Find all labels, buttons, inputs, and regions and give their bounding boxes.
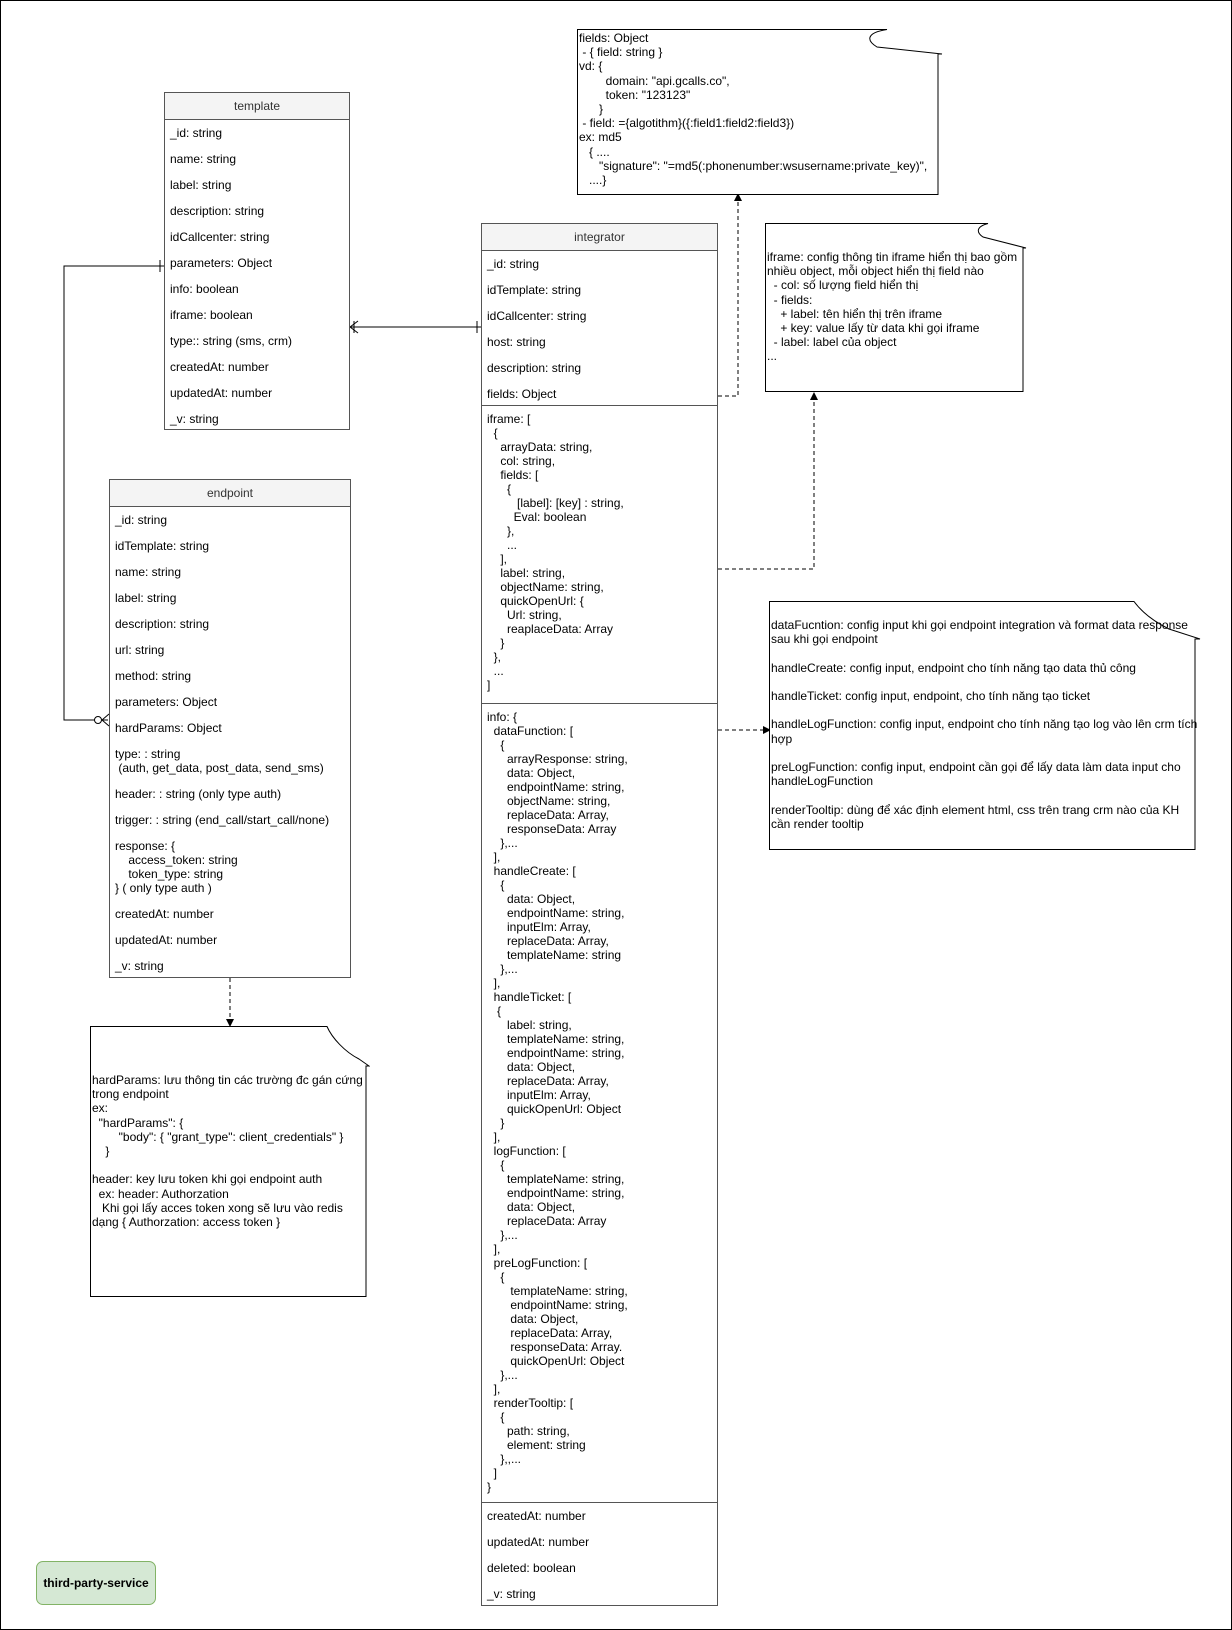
entity-field: header: : string (only type auth) [115,787,282,801]
entity-field: name: string [170,152,237,166]
entity-field: idCallcenter: string [170,230,270,244]
link-iframe-note [718,392,818,570]
info-note: dataFucntion: config input khi gọi endpo… [769,601,1201,850]
entity-field: description: string [170,204,265,218]
endpoint-response-field: response: { access_token: string token_t… [115,839,238,895]
entity-field: label: string [170,178,232,192]
entity-field: parameters: Object [170,256,273,270]
entity-field: updatedAt: number [115,933,218,947]
relation-template-integrator [349,320,481,334]
entity-field: info: boolean [170,282,239,296]
fields-note-shape [577,29,943,195]
entity-field: _id: string [115,513,168,527]
endpoint-field-list-2: header: : string (only type auth) trigger… [110,781,350,833]
entity-field: name: string [115,565,182,579]
entity-field: url: string [115,643,165,657]
entity-field: trigger: : string (end_call/start_call/n… [115,813,330,827]
entity-field: createdAt: number [115,907,214,921]
entity-field: _id: string [170,126,223,140]
entity-field: hardParams: Object [115,721,222,735]
hardparams-note: hardParams: lưu thông tin các trường đc … [90,1026,370,1297]
entity-field: type:: string (sms, crm) [170,334,293,348]
fields-note: fields: Object - { field: string } vd: {… [577,29,943,195]
integrator-iframe-block: iframe: [ { arrayData: string, col: stri… [482,405,717,703]
info-note-text: dataFucntion: config input khi gọi endpo… [771,618,1198,831]
entity-field: method: string [115,669,192,683]
endpoint-field-list-3: createdAt: number updatedAt: number _v: st… [110,901,350,979]
hardparams-note-text: hardParams: lưu thông tin các trường đc … [92,1073,363,1230]
entity-field: idTemplate: string [487,283,582,297]
entity-field: host: string [487,335,546,349]
entity-field: _v: string [170,412,219,426]
iframe-note-text: iframe: config thông tin iframe hiển thị… [767,250,1018,364]
integrator-title: integrator [482,224,717,251]
link-fields-note [718,193,742,397]
integrator-info-block: info: { dataFunction: [ { arrayResponse:… [482,703,717,1501]
fields-note-text: fields: Object - { field: string } vd: {… [579,31,928,188]
info-note-shape [769,601,1201,850]
endpoint-field-list: _id: string idTemplate: string name: strin… [110,507,350,741]
integrator-tail-fields: createdAt: number updatedAt: number delete… [482,1502,717,1607]
entity-field: label: string [115,591,177,605]
entity-field: _v: string [487,1587,536,1601]
entity-field: updatedAt: number [170,386,273,400]
entity-field: createdAt: number [487,1509,586,1523]
relation-template-endpoint [63,260,164,727]
entity-field: deleted: boolean [487,1561,576,1575]
entity-field: parameters: Object [115,695,218,709]
template-title: template [165,93,349,120]
endpoint-type-field: type: : string (auth, get_data, post_dat… [115,747,324,775]
integrator-entity[interactable]: integrator _id: string idTemplate: string… [481,223,718,1606]
third-party-service-label: third-party-service [36,1561,156,1605]
entity-field: _v: string [115,959,164,973]
endpoint-entity[interactable]: endpoint _id: string idTemplate: string na… [109,479,351,978]
entity-field: updatedAt: number [487,1535,590,1549]
entity-field: description: string [115,617,210,631]
iframe-note-shape [765,223,1027,392]
endpoint-title: endpoint [110,480,350,507]
template-field-list: _id: string name: string label: string desc… [165,120,349,432]
integrator-field-list: _id: string idTemplate: string idCallcente… [482,251,717,407]
entity-field: _id: string [487,257,540,271]
template-entity[interactable]: template _id: string name: string label: s… [164,92,350,430]
entity-field: createdAt: number [170,360,269,374]
entity-field: description: string [487,361,582,375]
entity-field: fields: Object [487,387,557,401]
entity-field: idCallcenter: string [487,309,587,323]
entity-field: idTemplate: string [115,539,210,553]
entity-field: iframe: boolean [170,308,253,322]
hardparams-note-shape [90,1026,370,1297]
iframe-note: iframe: config thông tin iframe hiển thị… [765,223,1027,392]
